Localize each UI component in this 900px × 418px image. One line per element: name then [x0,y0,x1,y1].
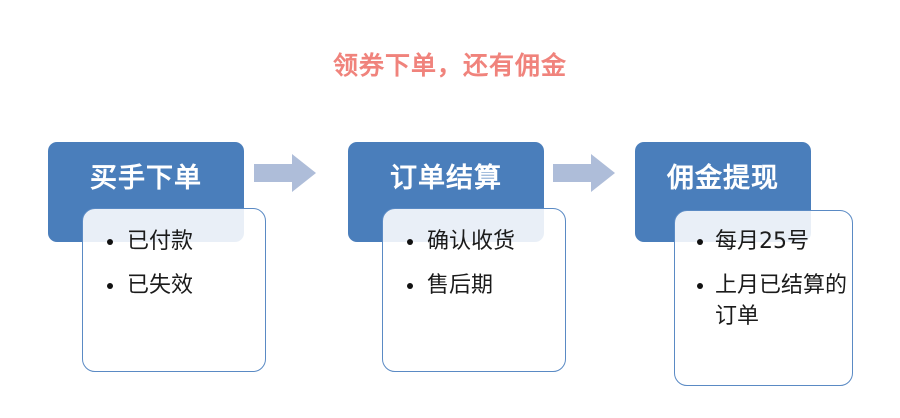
list-item: 每月25号 [695,227,852,257]
list-item-label: 每月25号 [715,229,809,254]
list-item: 已付款 [105,227,265,257]
bullet-dot-icon [697,283,703,290]
list-item: 售后期 [405,271,565,301]
arrow-right-icon [254,154,316,192]
step-1-title: 买手下单 [90,162,202,194]
list-item-label: 已失效 [127,273,194,299]
step-3-title: 佣金提现 [667,162,779,194]
bullet-dot-icon [107,283,113,290]
bullet-dot-icon [697,239,703,245]
list-item-label: 已付款 [127,229,194,254]
list-item: 已失效 [105,271,265,301]
bullet-dot-icon [407,283,413,290]
arrow-right-icon [553,154,615,192]
step-3-body: 每月25号 上月已结算的订单 [674,210,853,386]
step-2-body: 确认收货 售后期 [382,208,566,372]
list-item-label: 售后期 [427,273,494,299]
list-item-label: 上月已结算的订单 [715,273,848,329]
step-1-body: 已付款 已失效 [82,208,266,372]
step-2-bullet-list: 确认收货 售后期 [405,227,565,302]
list-item: 确认收货 [405,227,565,257]
page-title: 领券下单，还有佣金 [332,51,567,80]
bullet-dot-icon [407,239,413,245]
list-item: 上月已结算的订单 [695,271,852,332]
step-1-bullet-list: 已付款 已失效 [105,227,265,302]
step-2-title: 订单结算 [390,162,502,194]
list-item-label: 确认收货 [427,229,516,254]
step-3-bullet-list: 每月25号 上月已结算的订单 [695,227,852,332]
bullet-dot-icon [107,239,113,245]
